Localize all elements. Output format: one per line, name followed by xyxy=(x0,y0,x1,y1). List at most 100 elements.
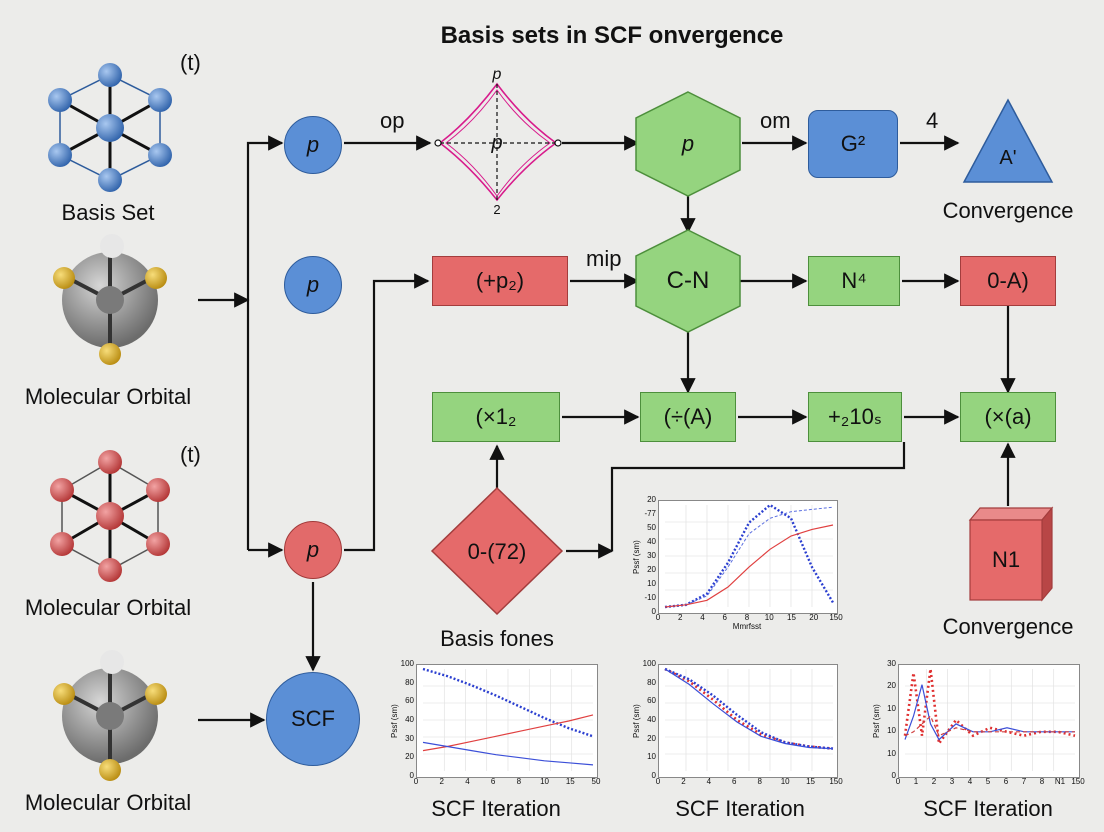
edge-label-mip: mip xyxy=(586,246,622,271)
x-tick-label: 10 xyxy=(540,777,550,786)
y-axis-label: Pssf (sm) xyxy=(872,704,881,738)
label-molecular-orbital-1: Molecular Orbital xyxy=(24,384,192,409)
diagram-title: Basis sets in SCF onvergence xyxy=(440,22,784,49)
y-tick-label: 10 xyxy=(887,726,896,736)
node-diamond-0-72: 0-(72) xyxy=(467,539,527,564)
y-tick-label: 50 xyxy=(647,523,656,532)
series-line-1 xyxy=(664,506,834,608)
y-tick-label: 30 xyxy=(405,733,414,743)
x-tick-label: 150 xyxy=(1071,777,1085,786)
y-axis-label: Pssf (sm) xyxy=(632,540,641,574)
edge-label-op: op xyxy=(380,108,405,133)
x-tick-label: 6 xyxy=(490,777,496,786)
y-tick-label: 80 xyxy=(647,677,656,687)
y-tick-label: 100 xyxy=(642,659,656,668)
x-tick-label: 4 xyxy=(706,777,712,786)
chart-scf-iteration-3 xyxy=(898,664,1080,778)
y-tick-label: 20 xyxy=(887,681,896,691)
y-tick-label: 0 xyxy=(409,771,414,780)
red-molecule-icon xyxy=(50,450,170,582)
x-tick-label: 0 xyxy=(413,777,419,786)
series-line-1 xyxy=(422,714,594,752)
y-tick-label: 20 xyxy=(647,495,656,504)
y-tick-label: -10 xyxy=(644,593,656,602)
y-tick-label: 10 xyxy=(647,752,656,762)
x-tick-label: 150 xyxy=(829,613,843,622)
series-line-0 xyxy=(422,667,594,738)
y-tick-label: 0 xyxy=(651,771,656,780)
node-x-a: (×(a) xyxy=(960,392,1056,442)
caption-scf-iteration-2: SCF Iteration xyxy=(675,796,805,821)
caption-basis-fones: Basis fones xyxy=(440,626,554,651)
x-tick-label: 15 xyxy=(565,777,575,786)
x-tick-label: 10 xyxy=(764,613,774,622)
x-tick-label: 15 xyxy=(787,613,796,622)
series-line-2 xyxy=(422,741,594,766)
caption-convergence-bottom: Convergence xyxy=(942,614,1074,639)
node-p-2: p xyxy=(284,256,342,314)
node-n1: N1 xyxy=(991,547,1021,572)
x-axis-label: Mmrfsst xyxy=(732,622,762,631)
y-tick-label: 60 xyxy=(405,696,414,706)
basis-set-molecule-icon xyxy=(48,63,172,192)
x-tick-label: 6 xyxy=(722,613,727,622)
chart-basis-functions xyxy=(658,500,838,614)
node-triangle-a: A' xyxy=(999,146,1017,169)
x-tick-label: 8 xyxy=(757,777,762,786)
chart-scf-iteration-1 xyxy=(416,664,598,778)
x-tick-label: 0 xyxy=(895,777,901,786)
x-tick-label: 6 xyxy=(1003,777,1009,786)
x-tick-label: 8 xyxy=(744,613,750,622)
y-tick-label: 30 xyxy=(647,551,656,560)
node-p-3: p xyxy=(284,521,342,579)
y-tick-label: 40 xyxy=(405,715,414,724)
node-n4: N⁴ xyxy=(808,256,900,306)
y-tick-label: 10 xyxy=(887,748,896,758)
series-line-0 xyxy=(903,668,1076,747)
x-tick-label: N1 xyxy=(1054,777,1066,786)
node-div-a: (÷(A) xyxy=(640,392,736,442)
x-tick-label: 2 xyxy=(681,777,686,786)
x-tick-label: 2 xyxy=(931,777,937,786)
x-tick-label: 6 xyxy=(732,777,737,786)
node-210s: +₂10ₛ xyxy=(808,392,902,442)
y-tick-label: 20 xyxy=(647,565,656,574)
x-tick-label: 8 xyxy=(516,777,522,786)
x-tick-label: 2 xyxy=(439,777,444,786)
arrow-bus-to-p1 xyxy=(246,135,284,550)
node-x12: (×1₂ xyxy=(432,392,560,442)
rhombus-bottom-label: 2 xyxy=(493,202,501,217)
rhombus-top-label: p xyxy=(492,66,502,83)
edge-label-om: om xyxy=(760,108,791,133)
y-tick-label: 80 xyxy=(405,677,414,687)
x-tick-label: 20 xyxy=(809,613,819,622)
node-p-1: p xyxy=(284,116,342,174)
x-tick-label: 4 xyxy=(700,613,705,622)
x-tick-label: 10 xyxy=(780,777,790,786)
x-tick-label: 4 xyxy=(465,777,470,786)
series-line-2 xyxy=(664,668,834,750)
caption-convergence-top: Convergence xyxy=(942,198,1074,223)
y-tick-label: 30 xyxy=(887,659,896,668)
x-tick-label: 2 xyxy=(678,613,683,622)
n1-cube xyxy=(968,506,1054,602)
y-tick-label: 10 xyxy=(887,703,896,713)
molecular-orbital-sphere-icon-1 xyxy=(53,234,167,365)
y-tick-label: 40 xyxy=(647,715,656,724)
x-tick-label: 8 xyxy=(1039,777,1045,786)
caption-scf-iteration-1: SCF Iteration xyxy=(431,796,561,821)
y-tick-label: 40 xyxy=(647,537,656,546)
y-tick-label: -77 xyxy=(644,509,656,518)
y-axis-label: Pssf (sm) xyxy=(632,704,641,738)
y-tick-label: 10 xyxy=(647,579,656,588)
y-tick-label: 100 xyxy=(400,659,414,668)
node-scf: SCF xyxy=(266,672,360,766)
x-tick-label: 0 xyxy=(655,777,661,786)
series-line-0 xyxy=(664,503,835,609)
x-tick-label: 150 xyxy=(829,777,843,786)
x-tick-label: 7 xyxy=(1021,777,1027,786)
